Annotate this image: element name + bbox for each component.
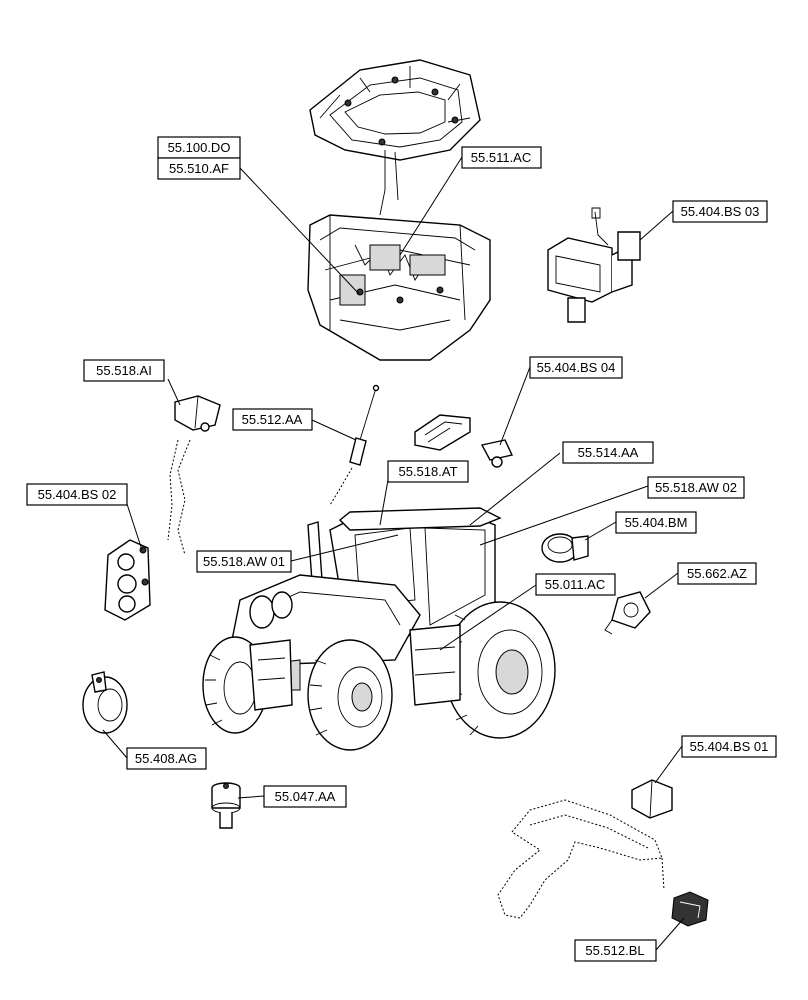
- fender-light-icon: [631, 779, 673, 819]
- callout-text: 55.404.BM: [625, 515, 688, 530]
- callout-text: 55.514.AA: [578, 445, 639, 460]
- antenna-icon: [329, 384, 380, 506]
- callout-text: 55.518.AW 02: [655, 480, 737, 495]
- callout-55-404-bm: 55.404.BM: [615, 511, 697, 534]
- courtesy-light-icon: [414, 414, 514, 468]
- callout-55-518-ai: 55.518.AI: [83, 359, 165, 382]
- callout-text: 55.512.AA: [242, 412, 303, 427]
- sender-unit-icon: [211, 782, 241, 829]
- rotary-switch-icon: [541, 533, 589, 563]
- callout-text: 55.518.AW 01: [203, 554, 285, 569]
- callout-text: 55.662.AZ: [687, 566, 747, 581]
- callout-55-510-af: 55.510.AF: [157, 157, 241, 180]
- rotary-sensor-icon: [604, 591, 651, 635]
- callout-text: 55.011.AC: [545, 577, 605, 592]
- callout-55-011-ac: 55.011.AC: [535, 573, 616, 596]
- callout-55-404-bs04: 55.404.BS 04: [529, 356, 623, 379]
- callout-55-404-bs03: 55.404.BS 03: [672, 200, 768, 223]
- callout-55-408-ag: 55.408.AG: [126, 747, 207, 770]
- wiring-harness-icon: [307, 214, 491, 361]
- callout-text: 55.511.AC: [471, 150, 531, 165]
- callout-text: 55.404.BS 03: [681, 204, 760, 219]
- callout-text: 55.404.BS 02: [38, 487, 117, 502]
- callout-text: 55.100.DO: [168, 140, 231, 155]
- connector-switch-icon: [671, 891, 709, 927]
- sensor-module-icon: [167, 395, 221, 556]
- callout-55-404-bs02: 55.404.BS 02: [26, 483, 128, 506]
- callout-55-511-ac: 55.511.AC: [461, 146, 542, 169]
- callout-text: 55.518.AI: [96, 363, 152, 378]
- callout-text: 55.404.BS 01: [690, 739, 769, 754]
- horn-icon: [82, 671, 128, 734]
- callout-55-512-aa: 55.512.AA: [232, 408, 313, 431]
- callout-text: 55.404.BS 04: [537, 360, 616, 375]
- callout-55-047-aa: 55.047.AA: [263, 785, 347, 808]
- cab-roof-harness-icon: [309, 59, 481, 216]
- leader-lines: [102, 156, 685, 951]
- callout-text: 55.518.AT: [398, 464, 457, 479]
- callout-55-662-az: 55.662.AZ: [677, 562, 757, 585]
- callout-text: 55.510.AF: [169, 161, 229, 176]
- tail-light-icon: [104, 539, 151, 621]
- callout-55-518-at: 55.518.AT: [387, 460, 469, 483]
- callout-55-514-aa: 55.514.AA: [562, 441, 654, 464]
- fender-icon: [497, 799, 665, 919]
- callout-55-512-bl: 55.512.BL: [574, 939, 657, 962]
- callout-text: 55.512.BL: [585, 943, 644, 958]
- callout-text: 55.047.AA: [275, 789, 336, 804]
- callout-55-404-bs01: 55.404.BS 01: [681, 735, 777, 758]
- callout-55-100-do: 55.100.DO: [157, 136, 241, 159]
- tractor-icon: [202, 507, 556, 751]
- callout-55-518-aw02: 55.518.AW 02: [647, 476, 745, 499]
- callout-55-518-aw01: 55.518.AW 01: [196, 550, 292, 573]
- callout-text: 55.408.AG: [135, 751, 197, 766]
- work-light-icon: [547, 207, 641, 323]
